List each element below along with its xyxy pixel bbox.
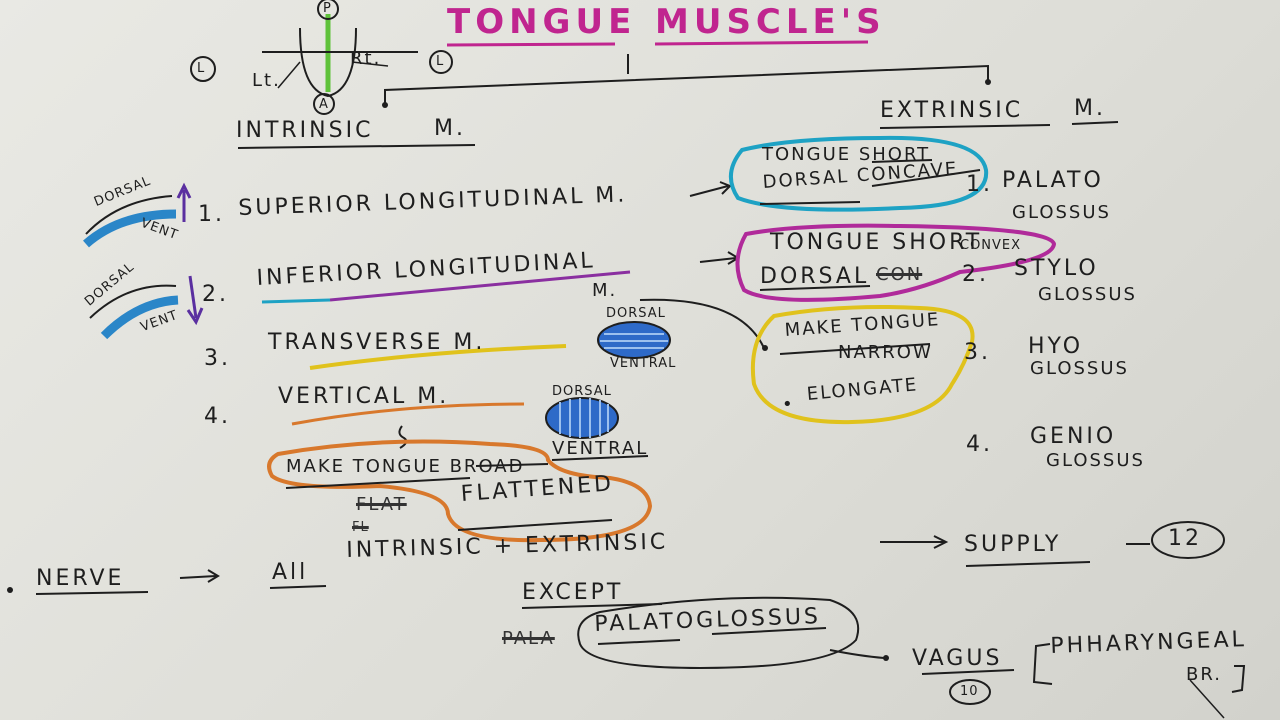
intrinsic-item-3-name: TRANSVERSE M. [268, 330, 486, 355]
title-underline-2 [654, 40, 869, 46]
extrinsic-underline [879, 124, 1051, 129]
transverse-effect-line-2: NARROW [838, 342, 933, 363]
vertical-section-diagram [545, 397, 619, 439]
nerve-label: NERVE [36, 566, 125, 591]
transverse-effect-outline [750, 305, 975, 425]
extrinsic-item-4-line-2: GLOSSUS [1046, 450, 1145, 471]
transverse-label-dorsal: DORSAL [606, 306, 666, 321]
extrinsic-item-2-line-2: GLOSSUS [1038, 284, 1137, 305]
inferior-underline-purple [329, 270, 631, 302]
palatoglossus-outline [577, 596, 860, 670]
extrinsic-item-2-line-1: STYLO [1014, 256, 1099, 281]
extrinsic-item-3-line-2: GLOSSUS [1030, 358, 1129, 379]
vertical-effect-line-1: MAKE TONGUE BROAD [286, 456, 525, 477]
axis-label-l-left: L [197, 61, 206, 76]
intrinsic-item-4-name: VERTICAL M. [278, 384, 450, 409]
nerve-underline [35, 591, 149, 595]
transverse-effect-bullet: • [782, 394, 795, 415]
axis-label-l-right: L [436, 54, 445, 69]
transverse-underline [309, 344, 567, 370]
extrinsic-item-4-line-1: GENIO [1030, 424, 1117, 449]
arrow-superior [689, 185, 729, 197]
inferior-side-diagram [89, 275, 204, 340]
inferior-effect-convex: CONVEX [960, 238, 1022, 253]
axis-label-left: Lt. [252, 70, 281, 91]
arrow-inferior [699, 257, 737, 263]
extrinsic-heading: EXTRINSIC [880, 98, 1024, 123]
transverse-label-ventral: VENTRAL [610, 356, 677, 371]
arrow-nerve [179, 575, 217, 579]
intrinsic-item-4-number: 4. [204, 404, 231, 429]
supply-underline [965, 561, 1091, 567]
intrinsic-heading-m: M. [434, 116, 466, 141]
nerve-vagus-number: 10 [960, 684, 979, 699]
vertical-label-ventral: VENTRAL [552, 438, 649, 459]
intrinsic-item-2-name-m: M. [592, 280, 618, 301]
inferior-effect-dorsal: DORSAL [760, 264, 870, 289]
extrinsic-item-3-number: 3. [964, 340, 991, 365]
intrinsic-underline [237, 144, 476, 149]
nerve-branch-line-2: BR. [1186, 664, 1222, 685]
intrinsic-item-3-number: 3. [204, 346, 231, 371]
axis-label-a: A [319, 97, 329, 112]
division-bracket [384, 64, 989, 104]
superior-side-diagram [83, 182, 192, 248]
vagus-underline [921, 669, 1015, 675]
extrinsic-item-2-number: 2. [962, 262, 989, 287]
squiggle-connector [398, 425, 408, 449]
vertical-effect-struck-1: FLAT [356, 494, 407, 515]
title-underline-1 [446, 42, 616, 47]
extrinsic-item-1-line-2: GLOSSUS [1012, 202, 1111, 223]
arrow-vagus [829, 649, 885, 659]
tongue-axis-diagram [190, 0, 453, 115]
nerve-struck: PALA [502, 628, 555, 649]
cranial-nerve-12-circle [1151, 521, 1225, 559]
axis-label-right: Rt. [350, 48, 382, 69]
inferior-effect-line-1: TONGUE SHORT [770, 230, 983, 255]
nerve-except: EXCEPT [522, 580, 624, 605]
intrinsic-heading: INTRINSIC [236, 118, 374, 143]
extrinsic-item-4-number: 4. [966, 432, 993, 457]
extrinsic-item-1-line-1: PALATO [1002, 168, 1104, 193]
transverse-section-diagram [597, 321, 671, 359]
nerve-all: All [272, 560, 309, 585]
except-underline [521, 603, 663, 609]
title-word-muscles: MUSCLE'S [655, 2, 886, 42]
vertical-effect-outline [267, 439, 653, 543]
cranial-nerve-10-circle [949, 679, 991, 705]
axis-label-p: P [323, 1, 332, 16]
vertical-label-dorsal: DORSAL [552, 384, 612, 399]
branch-bracket-right [1231, 665, 1246, 693]
inferior-effect-struck: CON [876, 264, 923, 285]
branch-bracket-left [1032, 643, 1053, 685]
title-word-tongue: TONGUE [447, 2, 637, 42]
extrinsic-heading-m: M. [1074, 96, 1106, 121]
superior-effect-outline [729, 135, 989, 212]
inferior-effect-outline [735, 223, 1057, 302]
nerve-number-12: 12 [1168, 526, 1202, 551]
nerve-vagus: VAGUS [912, 646, 1003, 671]
inferior-underline-cyan [261, 298, 331, 304]
vertical-effect-struck-2: FL [352, 520, 369, 535]
extrinsic-item-3-line-1: HYO [1028, 334, 1084, 359]
intrinsic-item-2-number: 2. [202, 282, 229, 307]
extrinsic-item-1-number: 1. [966, 172, 993, 197]
nerve-supply: SUPPLY [964, 532, 1062, 557]
superior-effect-line-1: TONGUE SHORT [762, 144, 931, 165]
intrinsic-item-1-number: 1. [198, 202, 225, 227]
vertical-underline [291, 402, 525, 426]
